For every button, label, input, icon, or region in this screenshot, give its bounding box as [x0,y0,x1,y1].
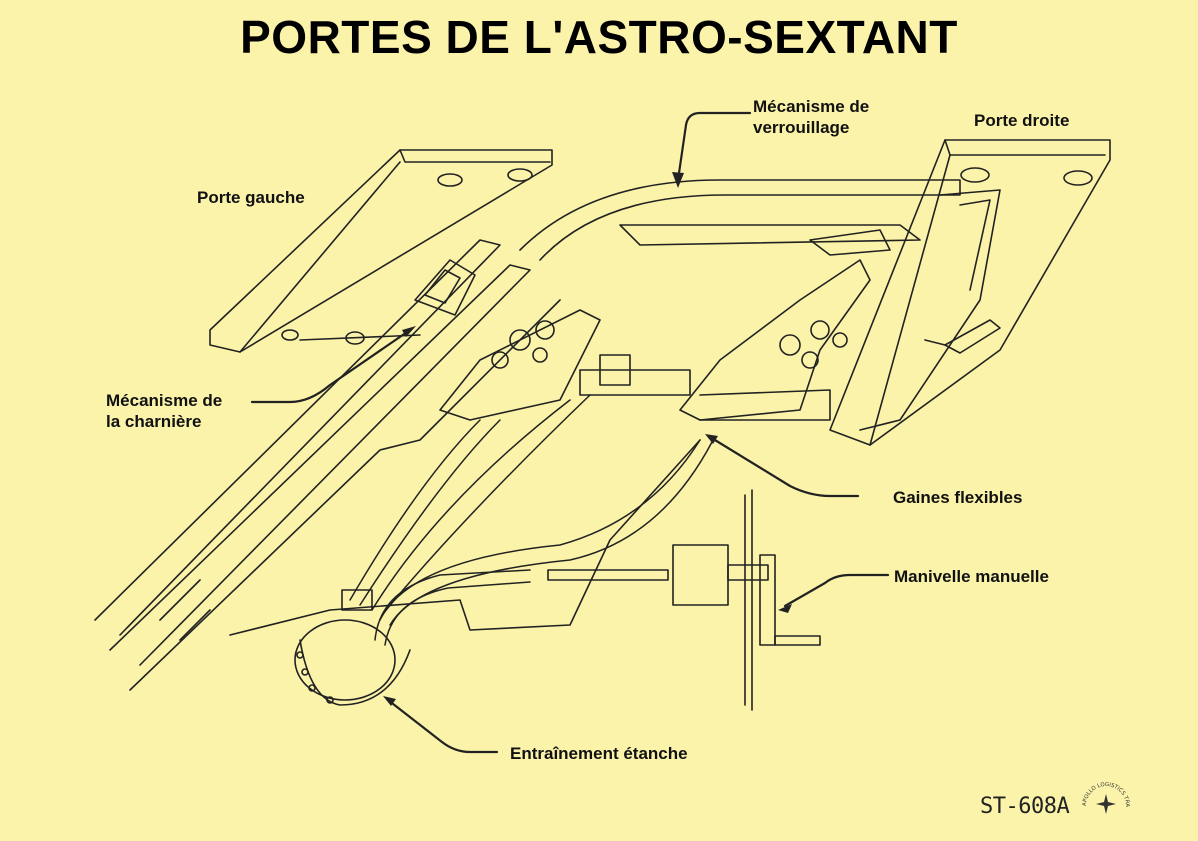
page-title: PORTES DE L'ASTRO-SEXTANT [240,11,958,63]
label-locking-line-1: Mécanisme de [753,97,870,116]
label-left-door: Porte gauche [197,188,305,207]
label-flexible-sheaths: Gaines flexibles [893,488,1023,507]
star-icon [1096,794,1116,814]
flexible-sheaths [349,394,713,646]
sealed-drive [294,589,411,706]
manual-crank [547,489,821,711]
label-hinge-mechanism: Mécanisme de la charnière [106,390,222,432]
right-door [829,139,1111,446]
label-right-door: Porte droite [974,111,1070,130]
label-manual-crank: Manivelle manuelle [894,567,1049,586]
label-hinge-line-2: la charnière [106,412,202,431]
label-locking-line-2: verrouillage [753,118,850,137]
leader-lines [250,111,890,754]
label-hinge-line-1: Mécanisme de [106,391,223,410]
left-door [209,149,553,353]
label-sealed-drive: Entraînement étanche [510,744,688,763]
structure-edge [229,439,701,636]
apollo-logistics-logo: APOLLO LOGISTICS TRAINING [1078,772,1130,814]
frame [439,179,1001,431]
figure-code: ST-608A [980,794,1070,819]
door-rails [94,239,561,691]
label-locking-mechanism: Mécanisme de verrouillage [753,96,869,138]
